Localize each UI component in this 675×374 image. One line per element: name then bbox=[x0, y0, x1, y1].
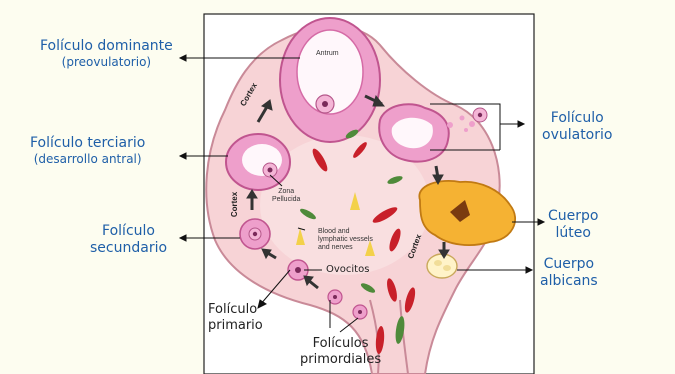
secondary-line-1: Folículo bbox=[90, 223, 167, 240]
ovulatory-line-2: ovulatorio bbox=[542, 127, 612, 144]
tertiary-follicle-label: Folículo terciario (desarrollo antral) bbox=[30, 135, 145, 166]
vessels-label: Blood and lymphatic vessels and nerves bbox=[318, 228, 373, 252]
vessels-line-1: Blood and bbox=[318, 228, 350, 235]
zona-pellucida-label: Zona Pellucida bbox=[272, 188, 300, 204]
primary-line-2: primario bbox=[208, 318, 263, 334]
vessels-line-3: and nerves bbox=[318, 244, 353, 251]
vessels-line-2: lymphatic vessels bbox=[318, 236, 373, 243]
secondary-follicle bbox=[240, 219, 270, 249]
dominant-title: Folículo dominante bbox=[40, 38, 173, 55]
zona-line-1: Zona bbox=[278, 188, 294, 195]
primary-line-1: Folículo bbox=[208, 302, 263, 318]
tertiary-subtitle: (desarrollo antral) bbox=[30, 152, 145, 166]
albicans-line-2: albicans bbox=[540, 273, 598, 290]
oocytes-label: Ovocitos bbox=[326, 264, 369, 276]
dominant-follicle-label: Folículo dominante (preovulatorio) bbox=[40, 38, 173, 69]
luteum-line-1: Cuerpo bbox=[548, 208, 598, 225]
zona-line-2: Pellucida bbox=[272, 196, 300, 203]
luteum-line-2: lúteo bbox=[548, 225, 598, 242]
secondary-line-2: secundario bbox=[90, 240, 167, 257]
ovulatory-line-1: Folículo bbox=[542, 110, 612, 127]
primary-follicle-label: Folículo primario bbox=[208, 302, 263, 333]
corpus-albicans bbox=[427, 254, 457, 278]
primordial-follicles-label: Folículos primordiales bbox=[300, 336, 381, 367]
cortex-label-left: Cortex bbox=[230, 192, 239, 217]
dominant-subtitle: (preovulatorio) bbox=[40, 55, 173, 69]
primordial-line-1: Folículos bbox=[300, 336, 381, 352]
corpus-luteum-label: Cuerpo lúteo bbox=[548, 208, 598, 242]
antrum-label: Antrum bbox=[316, 50, 339, 58]
ovulatory-follicle-label: Folículo ovulatorio bbox=[542, 110, 612, 144]
primordial-line-2: primordiales bbox=[300, 352, 381, 368]
tertiary-title: Folículo terciario bbox=[30, 135, 145, 152]
tertiary-follicle bbox=[226, 134, 290, 190]
corpus-albicans-label: Cuerpo albicans bbox=[540, 256, 598, 290]
secondary-follicle-label: Folículo secundario bbox=[90, 223, 167, 257]
dominant-follicle bbox=[280, 18, 380, 142]
albicans-line-1: Cuerpo bbox=[540, 256, 598, 273]
